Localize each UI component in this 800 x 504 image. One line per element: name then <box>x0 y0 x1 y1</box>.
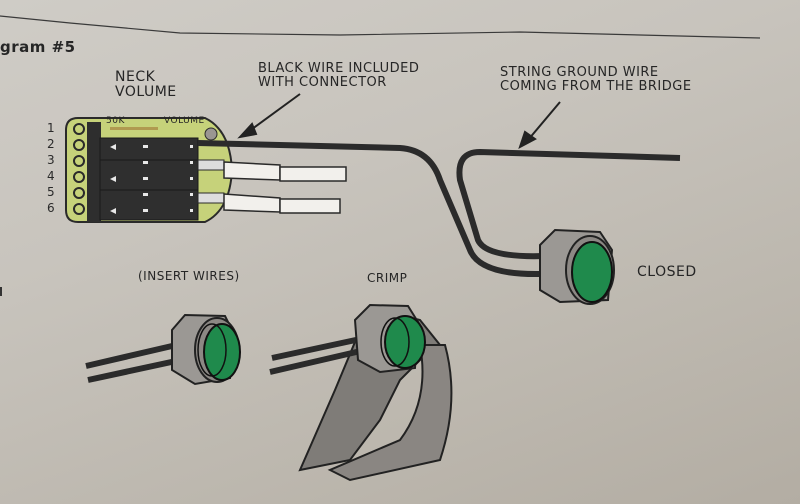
heading-line-1: NECK <box>115 69 156 85</box>
connector-insert <box>85 313 241 386</box>
resistor-trace <box>110 127 158 130</box>
string-ground-callout: STRING GROUND WIRE COMING FROM THE BRIDG… <box>500 66 692 93</box>
pin-number: 3 <box>47 153 55 167</box>
page-border-line <box>0 15 761 39</box>
pot-lug <box>204 127 218 141</box>
shielded-leads <box>197 159 347 214</box>
connector-housings <box>99 137 199 221</box>
callout-arrows <box>237 93 561 150</box>
pin-eyelets <box>73 123 85 215</box>
header-strip <box>87 122 101 222</box>
callout-line: COMING FROM THE BRIDGE <box>500 78 692 94</box>
connector-closed <box>539 228 615 305</box>
crimp-tool <box>269 303 453 482</box>
string-ground-wire <box>456 148 681 260</box>
neck-volume-heading: NECK VOLUME <box>115 70 177 99</box>
callout-line: STRING GROUND WIRE <box>500 65 659 80</box>
margin-mark <box>0 287 2 296</box>
pin-number: 5 <box>47 185 55 199</box>
step-closed-label: CLOSED <box>637 264 697 280</box>
heading-line-2: VOLUME <box>115 83 177 100</box>
pin-number: 1 <box>47 121 55 135</box>
pin-number: 2 <box>47 137 55 151</box>
pin-number: 6 <box>47 201 55 215</box>
black-wire-callout: BLACK WIRE INCLUDED WITH CONNECTOR <box>258 62 419 89</box>
pot-board <box>65 117 234 223</box>
black-wire <box>197 140 541 278</box>
callout-line: WITH CONNECTOR <box>258 74 387 90</box>
pot-value-label: 50K <box>106 116 125 126</box>
pin-number: 4 <box>47 169 55 183</box>
step-insert-label: (INSERT WIRES) <box>138 269 240 283</box>
green-cap <box>571 241 613 303</box>
diagram-title: gram #5 <box>0 38 76 56</box>
callout-line: BLACK WIRE INCLUDED <box>258 61 420 76</box>
step-crimp-label: CRIMP <box>367 271 408 285</box>
pot-type-label: VOLUME <box>164 116 205 126</box>
